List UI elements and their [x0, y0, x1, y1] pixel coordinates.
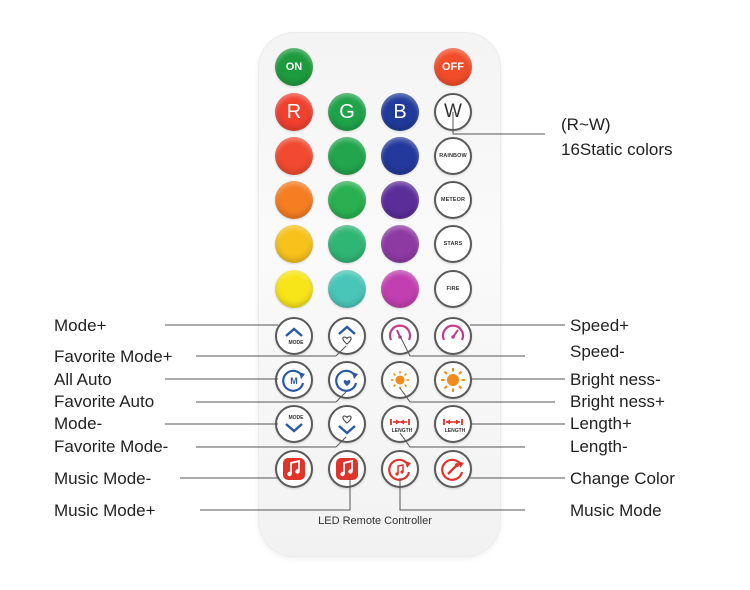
callout-line-favorite-mode-plus-tick — [335, 345, 347, 357]
label-rw: (R~W) — [561, 115, 611, 134]
meteor-button[interactable]: METEOR — [434, 181, 472, 219]
chevron-down-heart-icon — [338, 415, 356, 435]
label-music-mode: Music Mode — [570, 501, 662, 520]
length-expand-icon — [443, 419, 463, 425]
callout-line-music-mode-plus — [200, 478, 351, 511]
off-label: OFF — [442, 61, 464, 73]
white-label: W — [444, 101, 462, 122]
red-label: R — [286, 100, 302, 123]
refresh-heart-icon — [335, 369, 358, 392]
music-cycle-icon — [388, 458, 411, 481]
label-static-colors: 16Static colors — [561, 140, 673, 159]
off-button[interactable]: OFF — [434, 48, 472, 86]
label-favorite-mode-minus: Favorite Mode- — [54, 437, 169, 456]
label-favorite-mode-plus: Favorite Mode+ — [54, 347, 173, 366]
favorite-auto-button[interactable] — [328, 361, 366, 399]
meteor-label: METEOR — [440, 197, 466, 203]
callout-line-length-minus — [399, 432, 525, 448]
color-button[interactable] — [381, 137, 419, 175]
mode-plus-button[interactable]: MODE — [275, 317, 313, 355]
color-button[interactable] — [328, 137, 366, 175]
callout-line-favorite-mode-minus-tick — [335, 436, 347, 448]
label-mode-plus: Mode+ — [54, 316, 107, 335]
label-favorite-auto: Favorite Auto — [54, 392, 155, 411]
music-mode-plus-button[interactable] — [328, 450, 366, 488]
all-auto-button[interactable]: M — [275, 361, 313, 399]
label-mode-minus: Mode- — [54, 414, 103, 433]
music-note-icon — [283, 458, 305, 480]
callout-line-speed-minus — [399, 335, 525, 357]
m-text: M — [290, 376, 298, 386]
label-brightness-plus: Bright ness+ — [570, 392, 665, 411]
chevron-down-icon — [285, 423, 303, 433]
brightness-plus-button[interactable] — [434, 361, 472, 399]
label-music-mode-minus: Music Mode- — [54, 469, 152, 488]
green-label: G — [339, 100, 355, 123]
length-text: LENGTH — [444, 428, 466, 434]
label-length-plus: Length+ — [570, 414, 632, 433]
callout-line-brightness-plus — [399, 387, 555, 403]
label-brightness-minus: Bright ness- — [570, 370, 661, 389]
color-button[interactable] — [381, 225, 419, 263]
color-button[interactable] — [275, 137, 313, 175]
speed-plus-button[interactable] — [434, 317, 472, 355]
red-button[interactable]: R — [275, 93, 313, 131]
change-color-button[interactable] — [434, 450, 472, 488]
on-button[interactable]: ON — [275, 48, 313, 86]
label-change-color: Change Color — [570, 469, 675, 488]
color-button[interactable] — [328, 181, 366, 219]
color-button[interactable] — [275, 181, 313, 219]
length-minus-button[interactable]: LENGTH — [381, 405, 419, 443]
rainbow-button[interactable]: RAINBOW — [434, 137, 472, 175]
fire-button[interactable]: FIRE — [434, 270, 472, 308]
mode-text: MODE — [288, 340, 304, 346]
length-plus-button[interactable]: LENGTH — [434, 405, 472, 443]
sun-small-icon — [391, 371, 409, 389]
speedometer-icon — [388, 324, 412, 341]
rainbow-label: RAINBOW — [439, 153, 467, 159]
length-text: LENGTH — [391, 428, 413, 434]
remote-caption: LED Remote Controller — [318, 515, 432, 527]
callout-line-favorite-auto-tick — [335, 391, 347, 403]
blue-label: B — [393, 100, 407, 123]
label-speed-plus: Speed+ — [570, 316, 630, 335]
refresh-m-icon: M — [282, 369, 305, 392]
favorite-mode-minus-button[interactable] — [328, 405, 366, 443]
favorite-mode-plus-button[interactable] — [328, 317, 366, 355]
on-label: ON — [285, 61, 303, 73]
music-note-icon — [336, 458, 358, 480]
color-button[interactable] — [275, 225, 313, 263]
blue-button[interactable]: B — [381, 93, 419, 131]
callout-line-music-mode — [399, 478, 525, 511]
color-button[interactable] — [328, 270, 366, 308]
fire-label: FIRE — [446, 286, 460, 292]
chevron-up-icon — [285, 327, 303, 337]
length-shrink-icon — [390, 419, 410, 425]
color-picker-icon — [441, 458, 464, 481]
color-button[interactable] — [381, 181, 419, 219]
label-speed-minus: Speed- — [570, 342, 625, 361]
color-button[interactable] — [381, 270, 419, 308]
mode-minus-button[interactable]: MODE — [275, 405, 313, 443]
color-button[interactable] — [275, 270, 313, 308]
stars-label: STARS — [443, 241, 463, 247]
callout-line-rw — [452, 112, 545, 135]
green-button[interactable]: G — [328, 93, 366, 131]
mode-text: MODE — [288, 415, 304, 421]
color-button[interactable] — [328, 225, 366, 263]
label-length-minus: Length- — [570, 437, 628, 456]
stars-button[interactable]: STARS — [434, 225, 472, 263]
sun-large-icon — [441, 368, 465, 392]
label-all-auto: All Auto — [54, 370, 112, 389]
speedometer-icon — [441, 324, 465, 341]
chevron-up-heart-icon — [338, 325, 356, 345]
label-music-mode-plus: Music Mode+ — [54, 501, 156, 520]
music-mode-minus-button[interactable] — [275, 450, 313, 488]
brightness-minus-button[interactable] — [381, 361, 419, 399]
